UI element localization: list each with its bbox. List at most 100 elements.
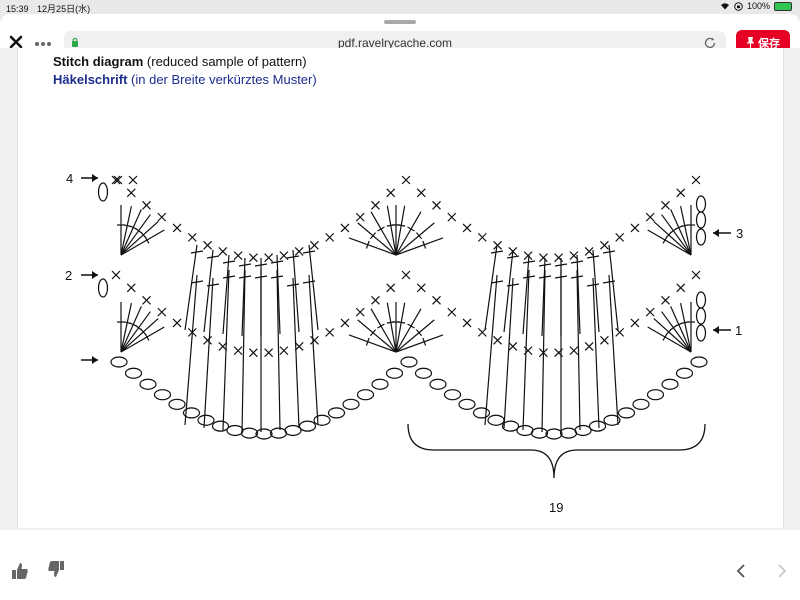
treble-bar xyxy=(662,333,668,341)
treble-stitch xyxy=(120,306,142,353)
chain-stitch xyxy=(168,398,186,410)
row-label-3: 3 xyxy=(736,226,743,241)
treble-bar xyxy=(144,236,150,244)
arrowhead-icon xyxy=(713,229,719,237)
single-crochet-mark xyxy=(584,247,594,256)
treble-stitch xyxy=(395,222,435,256)
single-crochet-mark xyxy=(294,247,304,256)
single-crochet-mark xyxy=(416,188,426,198)
single-crochet-mark xyxy=(661,200,670,210)
single-crochet-mark xyxy=(172,318,182,328)
close-button[interactable] xyxy=(9,34,25,52)
single-crochet-mark xyxy=(676,283,686,293)
chain-stitch xyxy=(646,389,665,401)
save-button-label: 保存 xyxy=(758,37,780,50)
treble-stitch xyxy=(522,254,530,335)
treble-stitch xyxy=(120,311,151,353)
treble-stitch xyxy=(680,302,692,353)
single-crochet-mark xyxy=(554,253,564,263)
chain-stitch xyxy=(632,398,650,410)
wifi-icon xyxy=(720,3,729,10)
chain-stitch xyxy=(240,427,259,439)
treble-stitch xyxy=(348,334,397,353)
title-english-bold: Stitch diagram xyxy=(53,54,144,69)
reload-icon[interactable] xyxy=(703,36,717,50)
single-crochet-mark xyxy=(554,348,564,358)
treble-stitch xyxy=(184,274,198,426)
single-crochet-mark xyxy=(248,348,258,358)
more-button[interactable] xyxy=(34,34,52,50)
treble-stitch xyxy=(522,269,530,431)
url-text: pdf.ravelrycache.com xyxy=(337,36,453,50)
treble-stitch xyxy=(222,254,230,335)
treble-stitch xyxy=(120,214,151,256)
single-crochet-mark xyxy=(340,318,350,328)
treble-bar xyxy=(407,226,415,232)
back-icon[interactable] xyxy=(736,564,746,578)
single-crochet-mark xyxy=(187,327,197,337)
treble-stitch xyxy=(386,302,397,353)
treble-bar xyxy=(270,275,284,279)
chain-stitch xyxy=(97,278,109,298)
battery-icon xyxy=(774,1,792,11)
treble-bar xyxy=(222,275,236,279)
treble-stitch xyxy=(395,308,422,353)
treble-stitch xyxy=(647,229,692,256)
thumbs-down-icon[interactable] xyxy=(48,560,64,578)
row-label-2: 2 xyxy=(65,268,72,283)
title-german: Häkelschrift (in der Breite verkürztes M… xyxy=(53,72,317,87)
treble-stitch xyxy=(203,277,214,429)
chain-stitch xyxy=(530,427,549,439)
single-crochet-mark xyxy=(569,251,579,261)
chain-stitch xyxy=(603,414,621,426)
treble-stitch xyxy=(661,311,692,353)
close-icon xyxy=(9,35,23,49)
lock-icon xyxy=(72,37,78,47)
thumbs-up-icon[interactable] xyxy=(12,562,28,580)
single-crochet-mark xyxy=(309,335,319,345)
treble-stitch xyxy=(647,326,692,353)
status-date: 12月25日(水) xyxy=(37,4,91,14)
chain-stitch xyxy=(356,389,375,401)
treble-stitch xyxy=(576,254,581,335)
chain-stitch xyxy=(284,424,302,437)
more-dots-icon xyxy=(35,42,51,46)
treble-stitch xyxy=(653,318,692,353)
bottom-toolbar xyxy=(0,532,800,600)
treble-stitch xyxy=(276,254,281,335)
treble-bar xyxy=(365,337,370,346)
single-crochet-mark xyxy=(126,283,136,293)
battery-percent: 100% xyxy=(746,1,770,11)
single-crochet-mark xyxy=(477,232,487,242)
single-crochet-mark xyxy=(615,232,625,242)
chain-stitch xyxy=(313,414,331,426)
treble-stitch xyxy=(608,274,619,426)
forward-icon[interactable] xyxy=(777,564,787,578)
repeat-brace xyxy=(407,423,706,479)
chain-stitch xyxy=(153,389,172,401)
treble-stitch xyxy=(576,269,581,431)
treble-bar xyxy=(415,232,423,240)
sheet-grabber[interactable] xyxy=(384,20,416,24)
title-english-rest: (reduced sample of pattern) xyxy=(143,54,307,69)
treble-stitch xyxy=(541,257,546,337)
status-time: 15:39 xyxy=(6,4,29,14)
chain-stitch xyxy=(695,324,707,342)
single-crochet-mark xyxy=(203,335,213,345)
chain-stitch xyxy=(695,291,707,309)
treble-stitch xyxy=(670,209,692,256)
treble-stitch xyxy=(120,229,165,256)
single-crochet-mark xyxy=(630,318,640,328)
chain-stitch xyxy=(97,182,109,202)
treble-stitch xyxy=(120,209,142,256)
treble-stitch xyxy=(395,205,406,256)
chain-stitch xyxy=(226,424,244,437)
treble-bar xyxy=(490,250,504,254)
treble-stitch xyxy=(120,221,159,256)
single-crochet-mark xyxy=(325,327,335,337)
single-crochet-mark xyxy=(340,223,350,233)
single-crochet-mark xyxy=(187,232,197,242)
chain-stitch xyxy=(400,356,418,368)
single-crochet-mark xyxy=(386,283,396,293)
pdf-viewer[interactable]: Stitch diagram (reduced sample of patter… xyxy=(0,48,800,530)
